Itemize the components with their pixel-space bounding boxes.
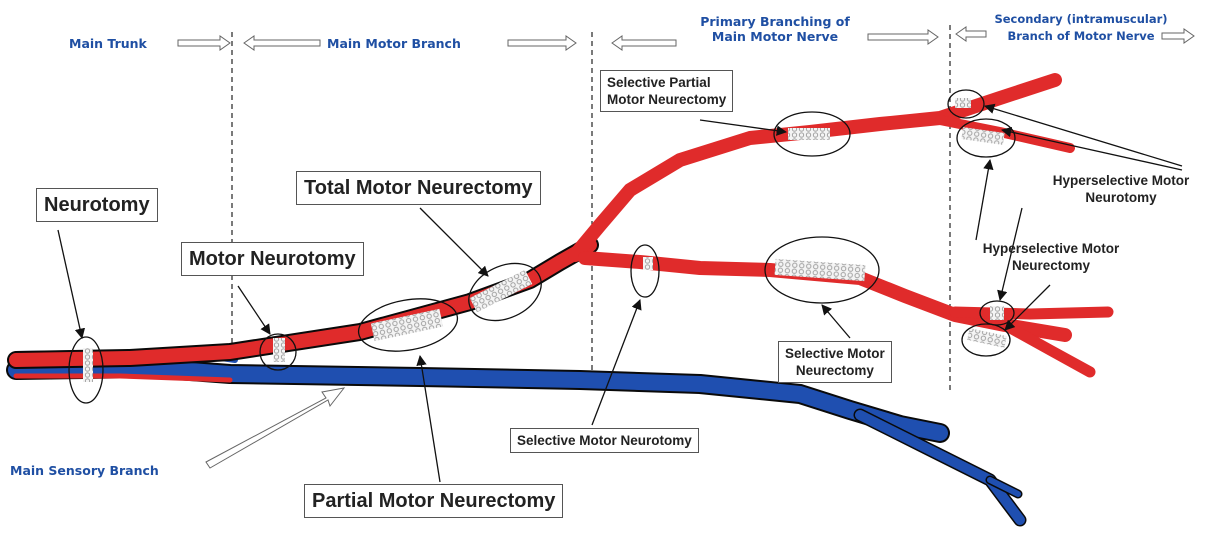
hyperselective-neurectomy-ellipse-top (956, 118, 1016, 158)
section-dividers (231, 25, 951, 393)
callout-hyperselective-neurectomy-line1: Hyperselective Motor (982, 241, 1120, 256)
callout-hyperselective-motor-neurotomy: Hyperselective Motor Neurotomy (1022, 172, 1215, 206)
pointer-arrows (57, 103, 1183, 483)
callout-selective-partial-line1: Selective Partial (607, 75, 711, 90)
hyperselective-neurotomy-ellipse-top (947, 89, 985, 119)
selective-neurotomy-pointer (591, 299, 642, 426)
callout-hyperselective-neurectomy-line2: Neurectomy (1011, 258, 1091, 273)
coil-segment (370, 308, 444, 342)
arrow-left-icon (243, 35, 321, 51)
selective-partial-pointer (699, 119, 788, 136)
callout-neurotomy: Neurotomy (36, 188, 158, 222)
callout-selective-partial-motor-neurectomy: Selective Partial Motor Neurectomy (600, 70, 734, 112)
header-primary-branching-line2: Main Motor Nerve (711, 29, 839, 44)
header-main-trunk: Main Trunk (69, 36, 147, 51)
motor-lower-sub-branch-a (949, 306, 1114, 320)
callout-total-motor-neurectomy: Total Motor Neurectomy (296, 171, 541, 205)
coil-segment (643, 257, 653, 270)
selective-neurotomy-ellipse (630, 244, 660, 298)
lesion-segments (83, 98, 1007, 382)
hyperselective-neurotomy-pointer-c (997, 207, 1023, 302)
sensory-lower-branch (855, 410, 1025, 525)
motor-upper-sub-branch (935, 115, 1075, 153)
total-neurectomy-ellipse (468, 262, 542, 322)
header-primary-branching: Primary Branching of Main Motor Nerve (682, 14, 868, 44)
hyperselective-neurotomy-ellipse-bottom (979, 300, 1015, 326)
coil-segment (774, 258, 866, 282)
arrow-right-icon (1161, 28, 1195, 44)
callout-selective-neurectomy-line2: Neurectomy (795, 363, 874, 378)
coil-segment (955, 98, 971, 108)
callout-motor-neurotomy: Motor Neurotomy (181, 242, 364, 276)
hyperselective-neurectomy-ellipse-bottom (961, 323, 1011, 357)
hyperselective-neurotomy-pointer-b (1000, 126, 1183, 171)
selective-partial-ellipse (773, 111, 851, 157)
arrow-left-icon (611, 35, 677, 51)
arrow-right-icon (177, 35, 231, 51)
hyperselective-neurectomy-pointer-a (975, 158, 994, 241)
coil-segment (961, 127, 1005, 145)
selective-neurectomy-ellipse (764, 236, 880, 304)
callout-hyperselective-neurotomy-line1: Hyperselective Motor (1052, 173, 1190, 188)
sensory-tip (987, 477, 1021, 497)
header-secondary-branch-line1: Secondary (intramuscular) (994, 12, 1168, 26)
callout-partial-motor-neurectomy: Partial Motor Neurectomy (304, 484, 564, 518)
arrow-left-icon (955, 26, 987, 42)
partial-neurectomy-ellipse (357, 298, 459, 352)
callout-selective-partial-line2: Motor Neurectomy (607, 92, 727, 107)
total-neurectomy-pointer (419, 207, 489, 277)
motor-trunk-stripe (13, 373, 233, 383)
coil-segment (83, 348, 93, 382)
procedure-ellipses (68, 89, 1016, 404)
motor-branch (7, 73, 1114, 383)
header-secondary-branch-line2: Branch of Motor Nerve (1007, 29, 1155, 43)
header-main-motor-branch: Main Motor Branch (327, 36, 461, 51)
header-secondary-branch: Secondary (intramuscular) Branch of Moto… (990, 11, 1172, 45)
callout-selective-motor-neurectomy: Selective Motor Neurectomy (778, 341, 892, 383)
header-arrows (177, 26, 1195, 469)
callout-hyperselective-neurotomy-line2: Neurotomy (1085, 190, 1157, 205)
label-main-sensory-branch: Main Sensory Branch (10, 463, 159, 478)
arrow-right-icon (867, 29, 939, 45)
callout-selective-neurectomy-line1: Selective Motor (785, 346, 885, 361)
coil-segment (967, 328, 1007, 348)
neurotomy-ellipse (68, 336, 104, 404)
motor-neurotomy-pointer (237, 285, 271, 335)
coil-segment (469, 269, 533, 313)
selective-neurectomy-pointer (821, 304, 851, 339)
motor-lower-sub-branch-b (999, 319, 1096, 378)
hyperselective-neurotomy-pointer-a (984, 103, 1183, 167)
coil-segment (273, 338, 285, 362)
arrow-right-icon (507, 35, 577, 51)
coil-segment (788, 128, 830, 140)
coil-segment (990, 306, 1004, 320)
callout-selective-motor-neurotomy: Selective Motor Neurotomy (510, 428, 699, 453)
sensory-pointer-arrow (205, 387, 346, 469)
neurotomy-pointer (57, 229, 86, 340)
hyperselective-neurectomy-pointer-b (1004, 284, 1051, 331)
motor-neurotomy-ellipse (259, 333, 297, 371)
header-primary-branching-line1: Primary Branching of (700, 14, 850, 29)
partial-neurectomy-pointer (416, 354, 441, 483)
callout-hyperselective-motor-neurectomy: Hyperselective Motor Neurectomy (956, 240, 1146, 274)
